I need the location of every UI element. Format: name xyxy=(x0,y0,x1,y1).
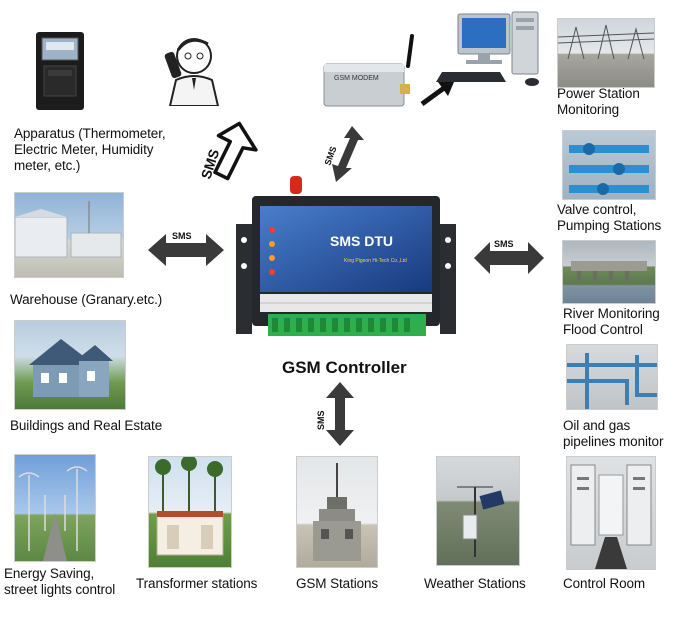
buildings-label: Buildings and Real Estate xyxy=(10,418,163,433)
sms-up-arrow: SMS xyxy=(198,121,258,181)
street-lights-image xyxy=(14,454,96,562)
oil-gas-label-line-2: pipelines monitor xyxy=(563,434,664,449)
apparatus-label-line-3: meter, etc.) xyxy=(14,158,81,173)
gsm-stations-label: GSM Stations xyxy=(296,576,379,591)
energy-saving-label: Energy Saving, street lights control xyxy=(4,566,115,598)
gsm-station-image xyxy=(296,456,378,568)
valve-control-label-line-1: Valve control, xyxy=(557,202,637,217)
oil-gas-label-line-1: Oil and gas xyxy=(563,418,631,433)
down-sms-double-arrow: SMS xyxy=(316,382,354,446)
gsm-controller-title: GSM Controller xyxy=(282,358,407,377)
oil-gas-label: Oil and gas pipelines monitor xyxy=(563,418,663,450)
modem-sms-double-arrow: SMS xyxy=(322,126,364,182)
electric-meter-image xyxy=(34,30,86,112)
warehouse-label: Warehouse (Granary.etc.) xyxy=(10,292,163,307)
power-station-label: Power Station Monitoring xyxy=(557,86,640,118)
device-maker-text: King Pigeon Hi-Tech Co.,Ltd xyxy=(344,258,407,264)
gsm-controller-device: SMS DTU King Pigeon Hi-Tech Co.,Ltd xyxy=(232,174,460,346)
device-brand-text: SMS DTU xyxy=(330,233,393,249)
apparatus-label-line-2: Electric Meter, Humidity xyxy=(14,142,154,157)
power-station-label-line-1: Power Station xyxy=(557,86,640,101)
power-station-label-line-2: Monitoring xyxy=(557,102,620,117)
right-sms-double-arrow: SMS xyxy=(474,239,544,274)
energy-saving-label-line-1: Energy Saving, xyxy=(4,566,95,581)
transformer-station-image xyxy=(148,456,232,568)
weather-stations-label: Weather Stations xyxy=(424,576,526,591)
river-monitoring-label-line-2: Flood Control xyxy=(563,322,643,337)
buildings-image xyxy=(14,320,126,410)
valve-control-label: Valve control, Pumping Stations xyxy=(557,202,661,234)
power-station-image xyxy=(557,18,655,88)
river-monitoring-label: River Monitoring Flood Control xyxy=(563,306,660,338)
apparatus-label: Apparatus (Thermometer, Electric Meter, … xyxy=(14,126,166,174)
river-monitoring-label-line-1: River Monitoring xyxy=(563,306,660,321)
control-room-label: Control Room xyxy=(563,576,646,591)
transformer-stations-label: Transformer stations xyxy=(136,576,258,591)
river-monitoring-image xyxy=(562,240,656,304)
valve-control-image xyxy=(562,130,656,200)
left-sms-double-arrow: SMS xyxy=(148,231,224,266)
weather-station-image xyxy=(436,456,520,566)
oil-gas-pipelines-image xyxy=(566,344,658,410)
modem-sms-label: SMS xyxy=(322,145,338,167)
apparatus-label-line-1: Apparatus (Thermometer, xyxy=(14,126,166,141)
modem-to-computer-arrow xyxy=(420,82,454,107)
down-sms-label: SMS xyxy=(316,410,326,430)
person-on-phone-image xyxy=(160,30,222,107)
left-sms-label: SMS xyxy=(172,231,192,241)
gsm-modem-image: GSM MODEM xyxy=(320,34,420,110)
energy-saving-label-line-2: street lights control xyxy=(4,582,116,597)
warehouse-image xyxy=(14,192,124,278)
computer-image xyxy=(436,10,550,88)
modem-label: GSM MODEM xyxy=(334,75,379,82)
control-room-image xyxy=(566,456,656,570)
valve-control-label-line-2: Pumping Stations xyxy=(557,218,662,233)
right-sms-label: SMS xyxy=(494,239,514,249)
